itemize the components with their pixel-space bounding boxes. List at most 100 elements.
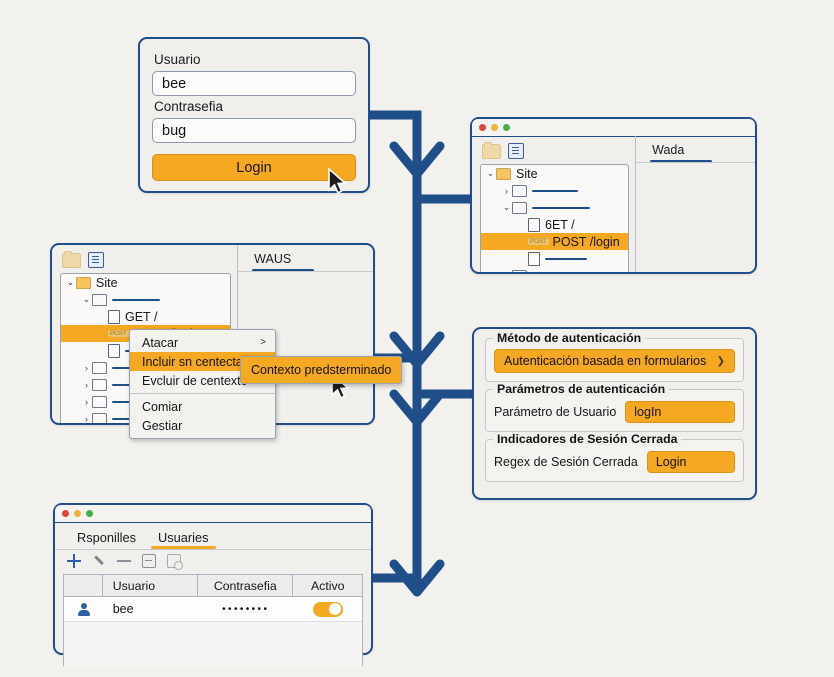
folder-icon[interactable]	[62, 250, 81, 268]
users-column-header: Activo	[310, 578, 345, 593]
tab-rule-2	[238, 271, 373, 273]
password-input[interactable]: bug	[152, 118, 356, 143]
close-dot-icon[interactable]	[62, 510, 69, 517]
document-list-icon[interactable]	[88, 252, 104, 268]
password-cell: ••••••••	[222, 603, 270, 615]
expand-chevron-icon[interactable]: ⌄	[486, 168, 495, 178]
tree-row[interactable]: GET /	[61, 308, 230, 325]
pencil-icon[interactable]	[89, 551, 109, 571]
tree-row-label: Site	[96, 275, 118, 290]
folder-icon	[512, 269, 527, 272]
expand-chevron-icon[interactable]: ›	[85, 396, 88, 407]
users-tab[interactable]: Usuaries	[147, 530, 220, 549]
chevron-down-icon: ❯	[716, 355, 725, 367]
expand-chevron-icon[interactable]: ⌄	[502, 202, 511, 212]
context-menu-item[interactable]: Comiar	[130, 397, 275, 416]
plus-icon[interactable]	[67, 554, 81, 569]
context-menu-item[interactable]: Gestiar	[130, 416, 275, 435]
tree-row[interactable]: ›	[481, 267, 628, 272]
context-menu-item-label: Evcluir de centexto	[142, 373, 248, 388]
expand-chevron-icon[interactable]: ›	[85, 379, 88, 390]
page-icon	[528, 217, 540, 232]
expand-chevron-icon[interactable]: ›	[85, 413, 88, 424]
method-badge: POST	[528, 238, 549, 245]
expand-chevron-icon[interactable]: ›	[501, 271, 512, 273]
close-dot-icon[interactable]	[479, 124, 486, 131]
table-empty-area	[64, 622, 362, 667]
page-icon	[108, 309, 120, 324]
page-icon	[528, 251, 540, 266]
detail-tab-label[interactable]: Wada	[652, 143, 685, 157]
active-toggle[interactable]	[312, 601, 343, 617]
tree-row-label: GET /	[125, 309, 158, 324]
document-list-icon[interactable]	[508, 143, 524, 159]
arrowhead-3	[389, 389, 445, 427]
document-gear-icon[interactable]	[167, 554, 183, 571]
params-legend: Parámetros de autenticación	[493, 382, 670, 396]
context-menu-item[interactable]: Atacar>	[130, 333, 275, 352]
table-row[interactable]: bee ••••••••	[64, 597, 362, 623]
user-avatar-icon	[77, 602, 90, 616]
username-cell: bee	[112, 602, 134, 617]
tree-row[interactable]: ›	[481, 182, 628, 199]
expand-chevron-icon[interactable]: ›	[505, 185, 508, 196]
users-tabs[interactable]: Rsponilles Usuaries	[55, 523, 371, 549]
folder-icon	[92, 395, 107, 408]
username-input[interactable]: bee	[152, 71, 356, 96]
detail-tab-label-2[interactable]: WAUS	[254, 252, 292, 266]
tab-underline	[650, 160, 713, 163]
tree-row[interactable]: 6ET /	[481, 216, 628, 233]
minimize-dot-icon[interactable]	[491, 124, 498, 131]
tree-row-placeholder	[532, 189, 578, 192]
minus-icon[interactable]	[117, 554, 131, 568]
maximize-dot-icon[interactable]	[86, 510, 93, 517]
context-submenu-item[interactable]: Contexto predsterminado	[240, 356, 403, 384]
page-icon	[108, 343, 120, 358]
authentication-panel: Método de autenticación Autenticación ba…	[472, 327, 757, 500]
users-tab[interactable]: Rsponilles	[66, 530, 147, 549]
expand-chevron-icon[interactable]: ⌄	[82, 294, 91, 304]
tree-row[interactable]: ⌄	[481, 199, 628, 216]
folder-icon	[512, 184, 527, 197]
login-button[interactable]: Login	[152, 154, 356, 181]
context-menu[interactable]: Atacar>Incluir sn centecta>Evcluir de ce…	[129, 329, 276, 440]
tree-row[interactable]: ⌄	[61, 291, 230, 308]
folder-icon[interactable]	[482, 141, 501, 159]
logout-regex-label: Regex de Sesión Cerrada	[494, 455, 638, 469]
users-table-body[interactable]: bee ••••••••	[64, 597, 362, 667]
users-tab-label: Usuaries	[158, 530, 209, 545]
expand-chevron-icon[interactable]: ›	[85, 362, 88, 373]
folder-open-icon	[512, 201, 527, 214]
users-tab-rule	[55, 549, 371, 551]
method-fieldset: Método de autenticación Autenticación ba…	[485, 331, 744, 382]
active-cell	[293, 597, 362, 621]
mouse-cursor-icon	[328, 168, 347, 194]
minus-box-icon[interactable]	[142, 554, 156, 569]
detail-pane-2: WAUS	[238, 245, 373, 423]
minimize-dot-icon[interactable]	[74, 510, 81, 517]
folder-icon	[92, 361, 107, 374]
tree-row[interactable]: ⌄ Site	[61, 274, 230, 291]
expand-chevron-icon[interactable]: ⌄	[66, 277, 75, 287]
username-label: Usuario	[154, 52, 201, 67]
maximize-dot-icon[interactable]	[503, 124, 510, 131]
users-column-header: Usuario	[103, 575, 199, 597]
tree-row[interactable]	[481, 250, 628, 267]
tree-row-placeholder	[532, 206, 590, 209]
tree-row-label: Site	[516, 166, 538, 181]
auth-method-select[interactable]: Autenticación basada en formularios ❯	[494, 349, 735, 373]
folder-open-icon	[76, 276, 91, 289]
user-param-input[interactable]: logIn	[625, 401, 735, 423]
tree-row-placeholder	[112, 298, 160, 301]
tree-toolbar-2	[52, 245, 237, 272]
logout-regex-input[interactable]: Login	[646, 451, 735, 473]
password-label: Contrasefia	[154, 99, 224, 114]
tree-row[interactable]: ⌄ Site	[481, 165, 628, 182]
